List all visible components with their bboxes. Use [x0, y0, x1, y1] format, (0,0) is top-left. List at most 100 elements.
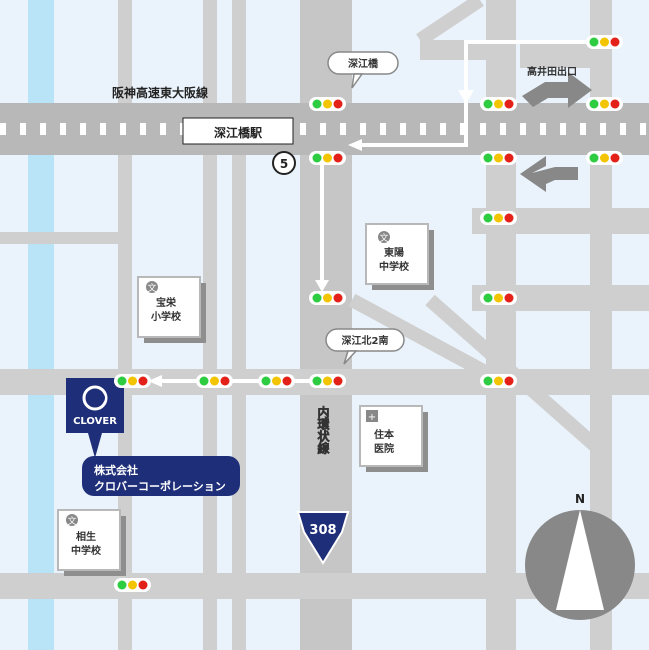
- signal-green-light: [312, 153, 322, 163]
- traffic-signal: [196, 374, 233, 388]
- compass-north-label: N: [575, 492, 585, 506]
- entrance-ramp-arrow: [520, 156, 578, 192]
- company-marker: CLOVER 株式会社 クロバーコーポレーション: [66, 378, 240, 496]
- signal-yellow-light: [494, 376, 503, 386]
- svg-text:中学校: 中学校: [379, 260, 410, 273]
- school-icon: [146, 281, 158, 293]
- signal-green-light: [483, 153, 493, 163]
- station: 深江橋駅 5: [182, 117, 296, 175]
- building-aioi-school: 文 相生 中学校: [57, 509, 126, 576]
- signal-red-light: [220, 376, 230, 386]
- street-h-west: [0, 232, 132, 244]
- company-logo-text: CLOVER: [73, 416, 117, 427]
- traffic-signal: [309, 151, 346, 165]
- signal-yellow-light: [600, 37, 609, 47]
- building-sumimoto-hospital: + 住本 医院: [359, 405, 428, 472]
- signal-red-light: [333, 293, 343, 303]
- intersection-label-kita2minami: 深江北2南: [325, 328, 405, 365]
- svg-text:深江北2南: 深江北2南: [342, 334, 389, 347]
- signal-yellow-light: [494, 153, 503, 163]
- traffic-signal: [114, 578, 151, 592]
- signal-green-light: [483, 99, 493, 109]
- svg-text:内環状線: 内環状線: [316, 405, 330, 455]
- station-exit-number: 5: [280, 157, 288, 171]
- signal-green-light: [312, 99, 322, 109]
- signal-green-light: [589, 153, 599, 163]
- svg-text:医院: 医院: [374, 442, 394, 455]
- signal-yellow-light: [128, 580, 137, 590]
- route-arrowhead-down: [458, 90, 474, 104]
- signal-yellow-light: [600, 99, 609, 109]
- traffic-signal: [309, 291, 346, 305]
- street-v3: [232, 0, 246, 650]
- intersection-label-fukaebashi: 深江橋: [327, 51, 399, 89]
- traffic-signal: [309, 374, 346, 388]
- traffic-signal: [258, 374, 295, 388]
- signal-yellow-light: [272, 376, 281, 386]
- signal-red-light: [610, 153, 620, 163]
- svg-text:文: 文: [147, 282, 156, 294]
- signal-green-light: [589, 99, 599, 109]
- hospital-icon: [366, 410, 378, 422]
- svg-text:東陽: 東陽: [384, 246, 404, 259]
- signal-green-light: [589, 37, 599, 47]
- signal-red-light: [504, 376, 514, 386]
- signal-yellow-light: [323, 293, 332, 303]
- svg-text:文: 文: [67, 515, 76, 527]
- signal-red-light: [138, 376, 148, 386]
- signal-yellow-light: [323, 99, 332, 109]
- signal-yellow-light: [494, 99, 503, 109]
- traffic-signal: [309, 97, 346, 111]
- svg-text:中学校: 中学校: [71, 544, 102, 557]
- company-name-line1: 株式会社: [94, 463, 138, 477]
- school-icon: [378, 231, 390, 243]
- street-diagonal-3: [416, 0, 484, 46]
- traffic-signal: [480, 151, 517, 165]
- signal-red-light: [610, 99, 620, 109]
- signal-yellow-light: [600, 153, 609, 163]
- signal-red-light: [333, 376, 343, 386]
- traffic-signal: [480, 374, 517, 388]
- signal-yellow-light: [494, 293, 503, 303]
- traffic-signal: [586, 35, 623, 49]
- route-arrowhead-left: [348, 139, 362, 151]
- svg-text:宝栄: 宝栄: [156, 296, 177, 309]
- signal-yellow-light: [323, 153, 332, 163]
- traffic-signal: [586, 151, 623, 165]
- traffic-signal: [480, 291, 517, 305]
- svg-text:文: 文: [379, 232, 388, 244]
- svg-text:+: +: [368, 412, 376, 423]
- traffic-signal: [114, 374, 151, 388]
- signal-red-light: [504, 99, 514, 109]
- route-arrowhead-down: [315, 280, 329, 292]
- signal-green-light: [483, 293, 493, 303]
- street-h-n: [420, 40, 496, 60]
- route-arrowheads: [148, 90, 474, 387]
- signal-red-light: [333, 99, 343, 109]
- signal-red-light: [504, 293, 514, 303]
- signal-yellow-light: [210, 376, 219, 386]
- route-number: 308: [309, 523, 336, 538]
- signal-yellow-light: [494, 213, 503, 223]
- signal-red-light: [138, 580, 148, 590]
- traffic-signal: [480, 97, 517, 111]
- exit-name: 高井田出口: [527, 65, 577, 78]
- compass: N: [525, 492, 635, 620]
- highway: [0, 103, 649, 155]
- route-arrowhead-left: [148, 375, 162, 387]
- building-toyo-school: 文 東陽 中学校: [365, 223, 434, 290]
- signal-red-light: [504, 213, 514, 223]
- signal-green-light: [312, 376, 322, 386]
- street-h-ne: [520, 40, 590, 68]
- company-name-callout: [82, 456, 240, 496]
- inner-ring-road-label: 内環状線: [316, 404, 331, 455]
- signal-yellow-light: [323, 376, 332, 386]
- company-name-line2: クロバーコーポレーション: [94, 479, 226, 493]
- station-name: 深江橋駅: [214, 125, 263, 140]
- signal-green-light: [117, 376, 127, 386]
- svg-text:深江橋: 深江橋: [348, 57, 379, 70]
- diagonal-streets: [348, 0, 605, 456]
- signal-yellow-light: [128, 376, 137, 386]
- exit-ramp-arrow: [522, 72, 592, 108]
